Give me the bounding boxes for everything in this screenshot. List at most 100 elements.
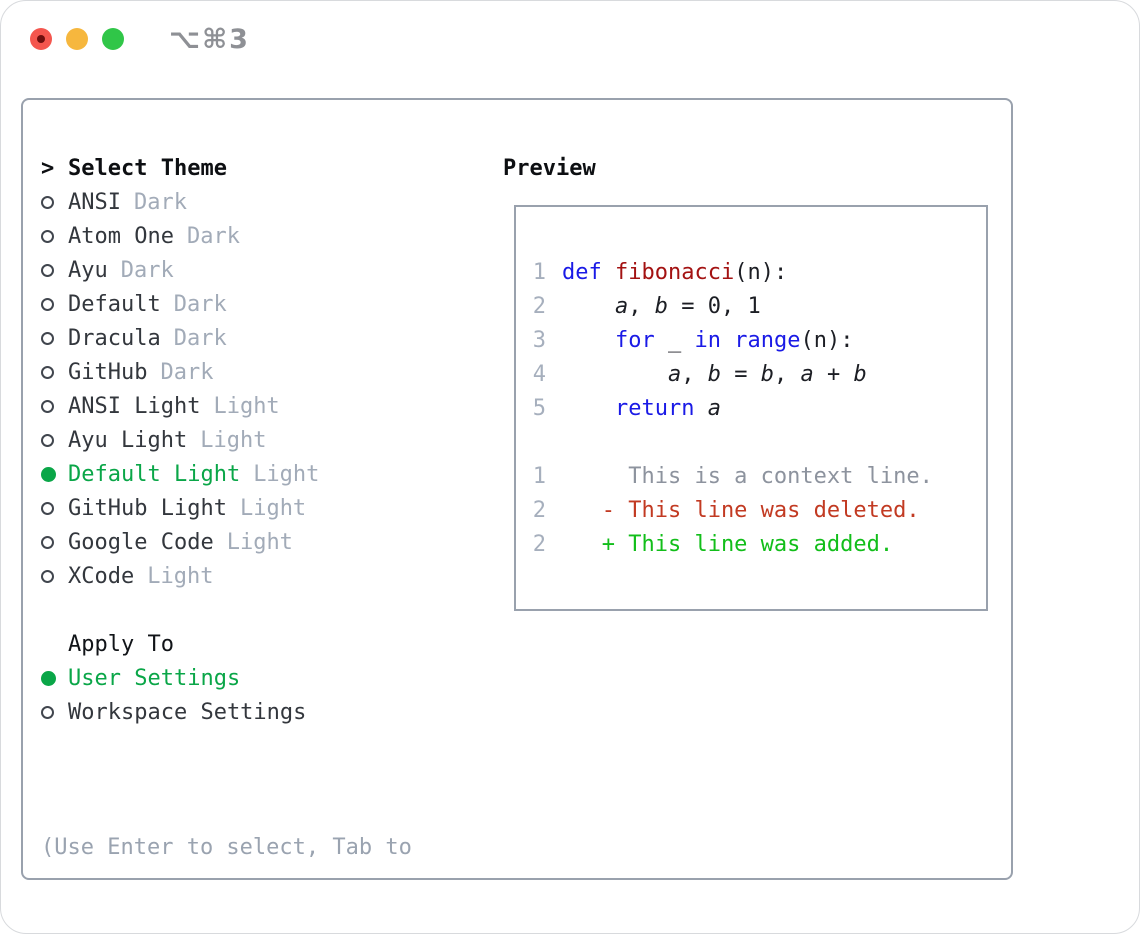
theme-option-label: Default [68, 291, 161, 317]
theme-variant-tag: Light [226, 529, 293, 555]
radio-unselected-icon [41, 195, 68, 209]
radio-circle [41, 569, 54, 583]
code-line: 2 + This line was added. [532, 527, 986, 561]
close-button-dot-icon [37, 35, 45, 43]
radio-selected-icon [41, 670, 68, 686]
radio-circle [41, 263, 54, 277]
line-number: 5 [532, 395, 546, 421]
theme-option[interactable]: Google Code Light [41, 525, 481, 559]
code-segment-plain: (n): [800, 327, 854, 353]
apply-to-header-label: Apply To [68, 631, 174, 657]
apply-to-option[interactable]: User Settings [41, 661, 481, 695]
code-line: 4 a, b = b, a + b [532, 357, 986, 391]
code-segment-function: fibonacci [615, 259, 735, 285]
theme-variant-tag: Dark [133, 189, 187, 215]
radio-circle [41, 331, 54, 345]
apply-to-option-label: User Settings [68, 665, 241, 691]
radio-unselected-icon [41, 569, 68, 583]
close-button[interactable] [30, 28, 52, 50]
code-segment-keyword: def [562, 259, 602, 285]
theme-option[interactable]: GitHub Dark [41, 355, 481, 389]
theme-variant-tag: Light [147, 563, 214, 589]
code-segment-plain: = [720, 361, 761, 387]
line-number: 2 [532, 497, 546, 523]
radio-circle [41, 670, 56, 686]
radio-unselected-icon [41, 433, 68, 447]
code-segment-plain [562, 328, 615, 353]
code-segment-keyword: for [614, 327, 655, 353]
code-segment-plain: (n): [734, 259, 788, 285]
code-segment-var: b [760, 361, 774, 387]
theme-variant-tag: Dark [173, 325, 227, 351]
theme-option-label: Google Code [68, 529, 214, 555]
code-segment-var: a [800, 361, 814, 387]
maximize-button[interactable] [102, 28, 124, 50]
code-line: 5 return a [532, 391, 986, 425]
theme-option-label: Atom One [68, 223, 174, 249]
radio-circle [41, 535, 54, 549]
code-segment-keyword: return [614, 395, 695, 421]
keyboard-hint: (Use Enter to select, Tab to change focu… [41, 763, 481, 933]
theme-option[interactable]: XCode Light [41, 559, 481, 593]
code-segment-keyword: range [734, 327, 801, 353]
code-segment-var: b [654, 293, 668, 319]
theme-option-label: XCode [68, 563, 135, 589]
preview-header: Preview [503, 155, 596, 181]
theme-option[interactable]: Dracula Dark [41, 321, 481, 355]
theme-option-label: ANSI Light [68, 393, 201, 419]
theme-variant-tag: Dark [160, 359, 214, 385]
code-segment-plain: , [681, 361, 708, 387]
code-line: 1 This is a context line. [532, 459, 986, 493]
radio-circle [41, 195, 54, 209]
minimize-button[interactable] [66, 28, 88, 50]
radio-unselected-icon [41, 705, 68, 719]
theme-option-label: Ayu Light [68, 427, 188, 453]
window-title: ⌥⌘3 [169, 24, 250, 55]
theme-variant-tag: Light [239, 495, 307, 521]
radio-unselected-icon [41, 263, 68, 277]
code-line: 2 a, b = 0, 1 [532, 289, 986, 323]
code-segment-plain: _ [654, 327, 695, 353]
theme-option-label: Ayu [68, 257, 108, 283]
code-segment-var: b [853, 361, 867, 387]
radio-unselected-icon [41, 229, 68, 243]
theme-option-label: Default Light [68, 461, 241, 487]
code-segment-plain: , [773, 361, 801, 387]
radio-unselected-icon [41, 399, 68, 413]
code-segment-added: + This line was added. [562, 531, 894, 557]
theme-option-label: Dracula [68, 325, 161, 351]
line-number: 1 [532, 463, 546, 489]
keyboard-hint-line-1: (Use Enter to select, Tab to [41, 835, 412, 860]
radio-circle [41, 399, 54, 413]
code-segment-plain [562, 396, 615, 421]
code-segment-plain: + [813, 361, 854, 387]
code-segment-var: b [707, 361, 721, 387]
apply-to-option-label: Workspace Settings [68, 699, 307, 725]
radio-circle [41, 297, 54, 311]
apply-to-header: Apply To [41, 627, 481, 661]
radio-circle [41, 433, 54, 447]
apply-to-option[interactable]: Workspace Settings [41, 695, 481, 729]
code-line [532, 425, 986, 459]
code-segment-plain: , [628, 293, 655, 319]
theme-option-label: GitHub [68, 359, 148, 385]
code-segment-plain [562, 294, 615, 319]
radio-unselected-icon [41, 297, 68, 311]
line-number: 4 [532, 361, 546, 387]
radio-circle [41, 466, 56, 482]
code-segment-context: This is a context line. [562, 463, 933, 489]
code-line: 2 - This line was deleted. [532, 493, 986, 527]
